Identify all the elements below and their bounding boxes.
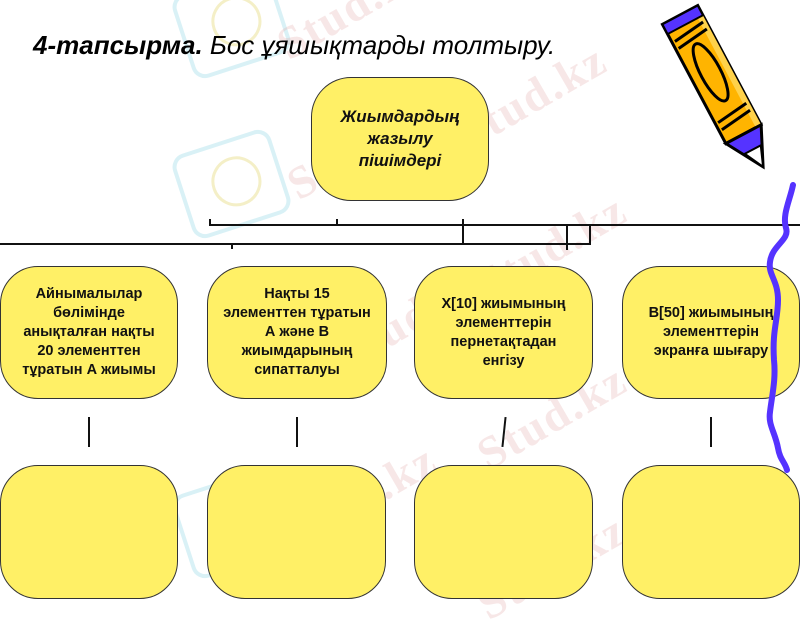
connector-line	[209, 224, 800, 226]
box-line: элементтерін	[663, 324, 759, 340]
connector-tick	[336, 219, 338, 225]
box-line: енгізу	[482, 352, 525, 369]
box-line: 20 элементтен	[37, 343, 141, 359]
connector-vertical	[296, 417, 298, 447]
box-line: элементтерін	[455, 314, 552, 331]
root-box: Жиымдардың жазылу пішімдері	[311, 77, 489, 201]
box-line: Нақты 15	[264, 286, 330, 302]
connector-vertical	[566, 224, 568, 250]
box-line: элементтен тұратын	[223, 305, 371, 321]
box-line: экранға шығару	[653, 343, 769, 359]
connector-tick	[209, 219, 211, 226]
box-line: бөлімінде	[53, 305, 125, 321]
connector-vertical	[462, 219, 464, 245]
box-line: тұратын А жиымы	[22, 362, 156, 378]
root-box-line: жазылу	[367, 129, 433, 148]
page-title: 4-тапсырма. Бос ұяшықтарды толтыру.	[33, 30, 555, 61]
box-line: B[50] жиымының	[648, 305, 774, 321]
answer-box-1[interactable]	[0, 465, 178, 599]
box-line: пернетақтадан	[450, 333, 557, 350]
description-box-2: Нақты 15 элементтен тұратын А және В жиы…	[207, 266, 387, 399]
box-line: А және В	[264, 324, 330, 340]
description-box-1: Айнымалылар бөлімінде анықталған нақты 2…	[0, 266, 178, 399]
connector-vertical	[589, 224, 591, 245]
box-line: жиымдарының	[241, 343, 353, 359]
description-box-4: B[50] жиымының элементтерін экранға шыға…	[622, 266, 800, 399]
pencil-icon	[660, 3, 796, 473]
box-line: сипатталуы	[254, 362, 340, 378]
connector-line	[0, 243, 590, 245]
answer-box-3[interactable]	[414, 465, 593, 599]
connector-vertical	[88, 417, 90, 447]
root-box-line: пішімдері	[358, 151, 442, 170]
task-number: 4-тапсырма.	[33, 30, 203, 60]
connector-tick	[231, 244, 233, 249]
box-line: X[10] жиымының	[441, 295, 566, 312]
box-line: анықталған нақты	[23, 324, 155, 340]
answer-box-2[interactable]	[207, 465, 386, 599]
box-line: Айнымалылар	[35, 286, 143, 302]
description-box-3: X[10] жиымының элементтерін пернетақтада…	[414, 266, 593, 399]
task-instruction: Бос ұяшықтарды толтыру.	[202, 30, 556, 60]
connector-vertical	[710, 417, 712, 447]
root-box-line: Жиымдардың	[340, 107, 460, 126]
